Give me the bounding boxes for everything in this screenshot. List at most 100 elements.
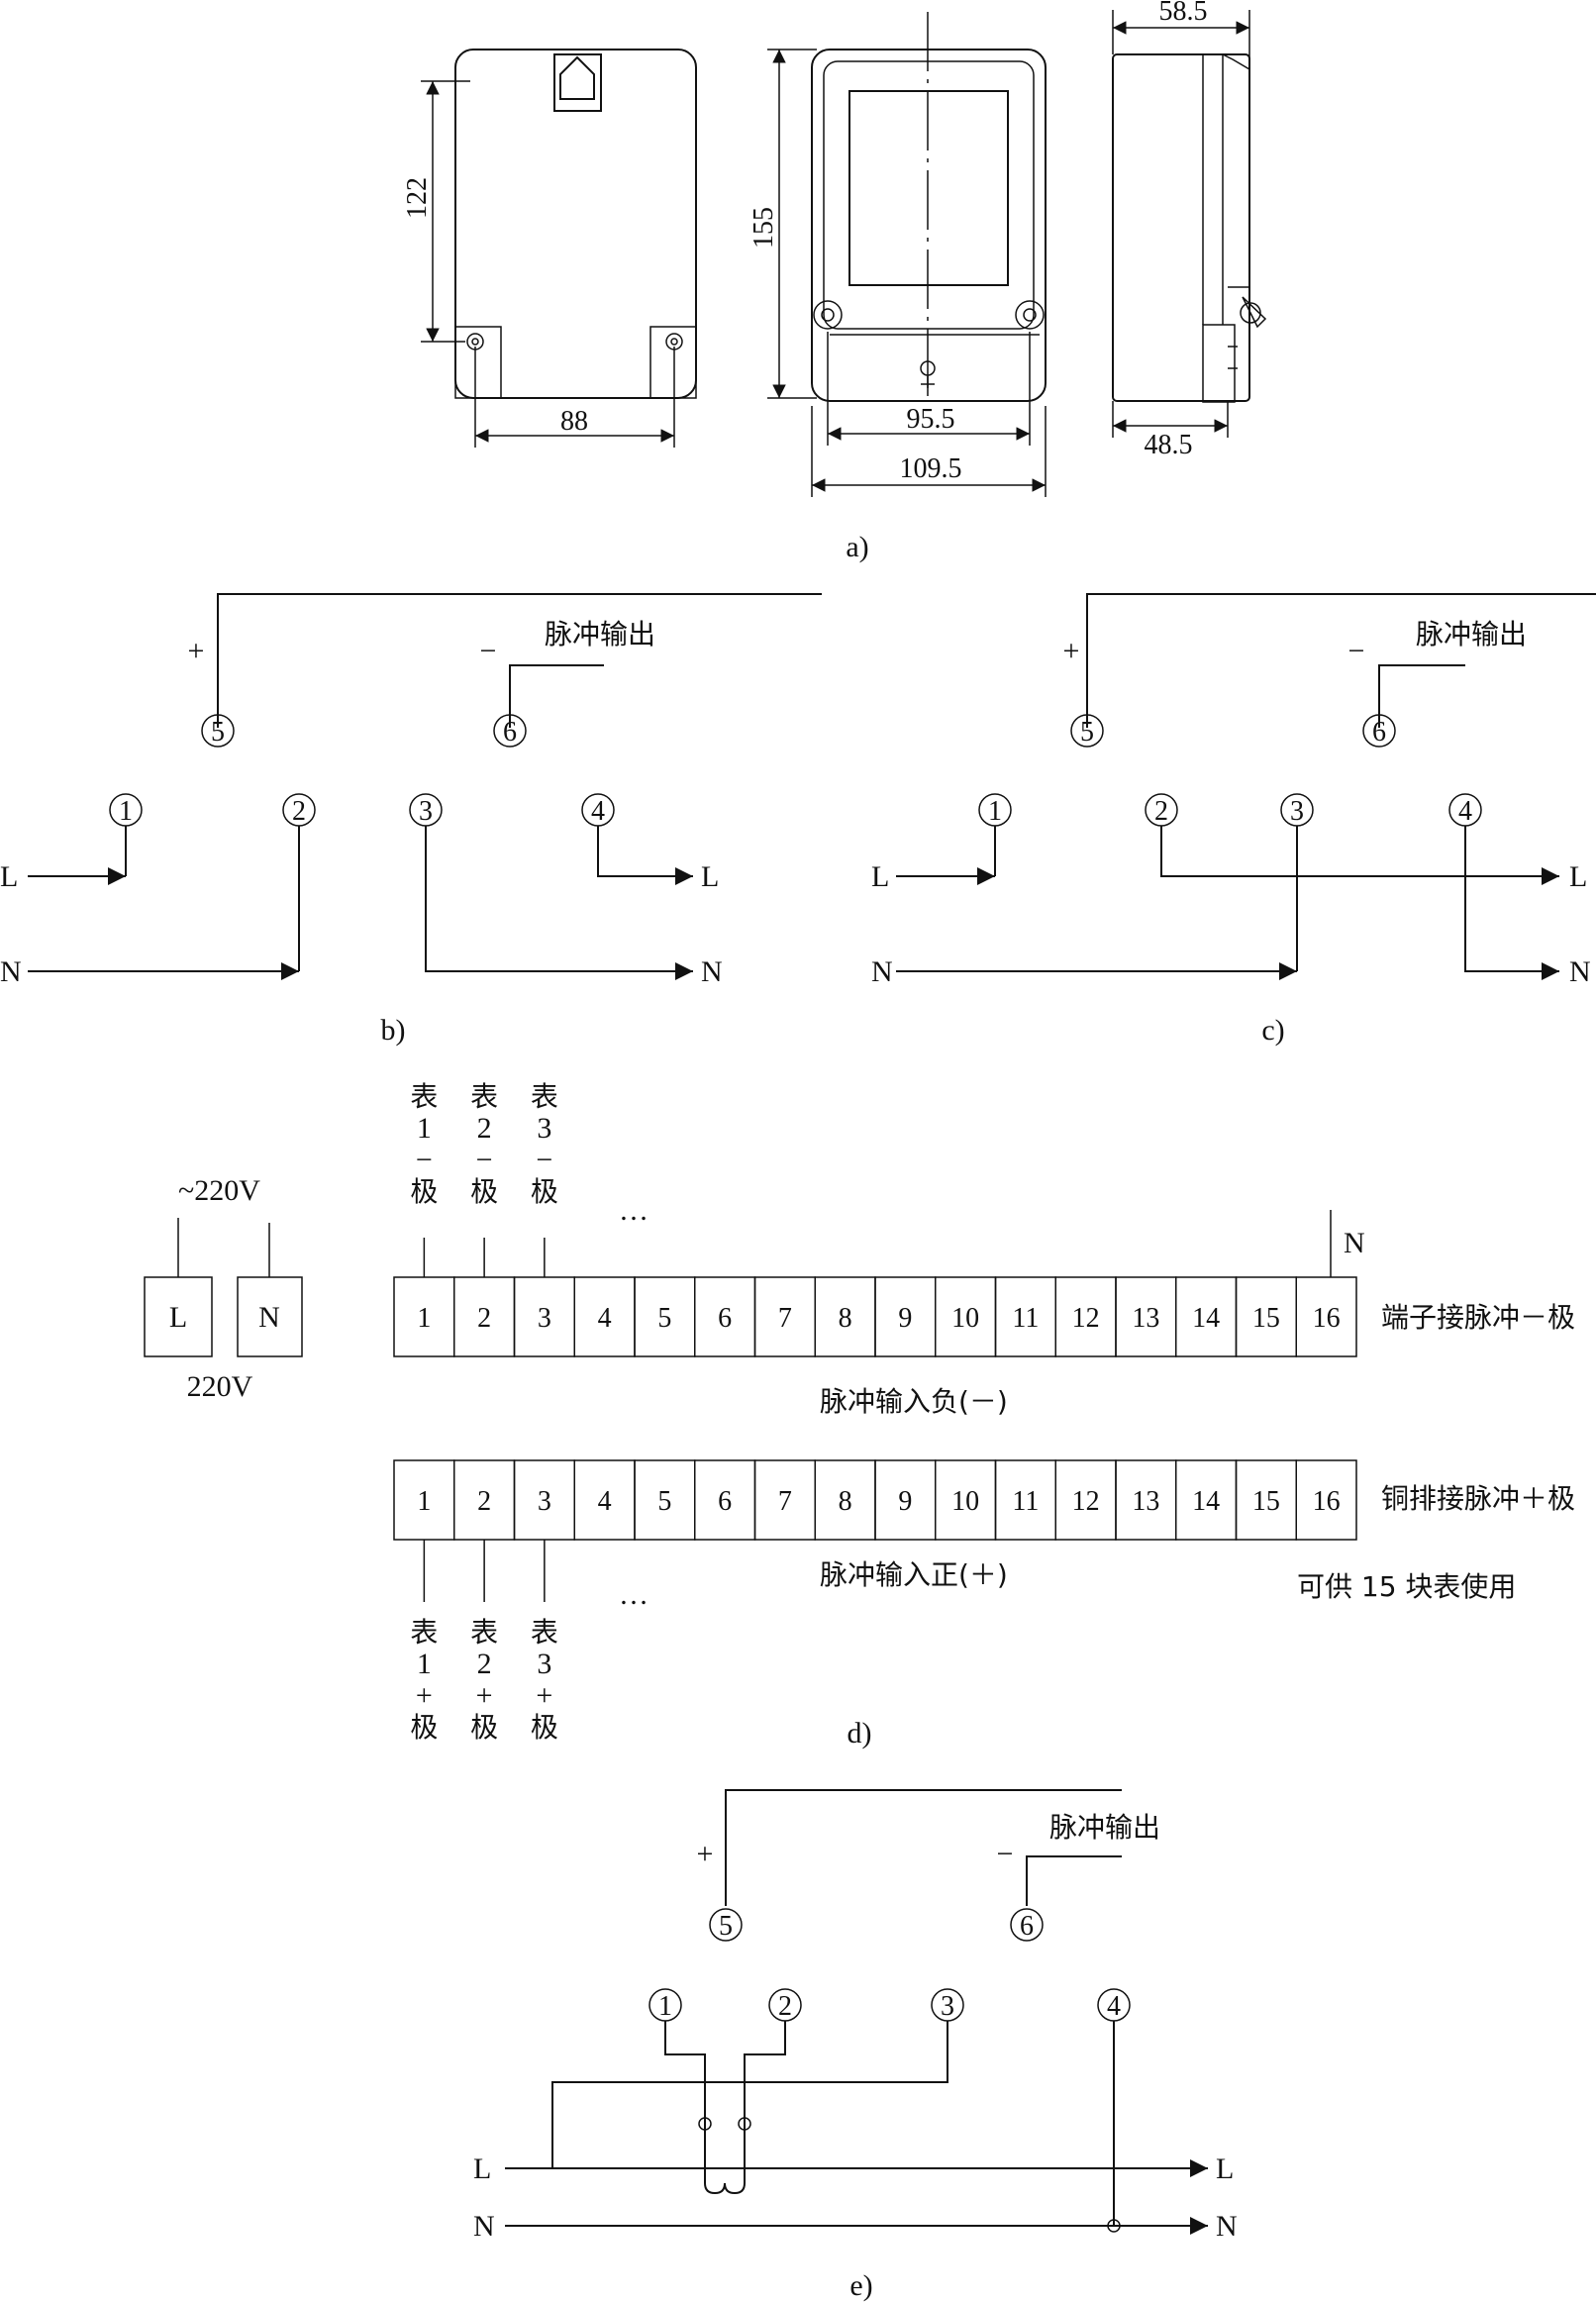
d-top-cell-label-6: 6: [718, 1303, 732, 1334]
b-terminal-6: 6: [493, 714, 527, 748]
svg-text:4: 4: [591, 796, 605, 827]
b-terminal-2: 2: [282, 793, 316, 827]
c-terminal-5: 5: [1070, 714, 1104, 748]
e-N-in: N: [473, 2210, 495, 2243]
d-bottom-meter-2-a: 表: [470, 1616, 498, 1649]
panel-c-wiring: + − 脉冲输出 5 6 1 2 3 4 L N L N c): [871, 593, 1596, 1047]
b-pulse-output-label: 脉冲输出: [545, 618, 655, 651]
d-note: 可供 15 块表使用: [1297, 1570, 1516, 1603]
b-terminal-4: 4: [581, 793, 615, 827]
d-bottom-cell-label-5: 5: [657, 1486, 671, 1517]
svg-text:5: 5: [1080, 717, 1094, 748]
svg-text:2: 2: [292, 796, 306, 827]
dim-back-height: 122: [402, 177, 433, 219]
d-bottom-meter-1-a: 表: [410, 1616, 438, 1649]
svg-text:2: 2: [1154, 796, 1168, 827]
svg-text:3: 3: [419, 796, 433, 827]
e-terminal-1: 1: [648, 1988, 682, 2022]
panel-e-wiring: + − 脉冲输出 5 6 1 2 3 4 L N L N e): [473, 1789, 1238, 2302]
b-terminal-5: 5: [201, 714, 235, 748]
d-bottom-cell-label-15: 15: [1252, 1486, 1280, 1517]
d-top-meter-3-a: 表: [531, 1080, 558, 1113]
d-bottom-cell-label-10: 10: [951, 1486, 979, 1517]
d-bottom-row-below: 脉冲输入正(＋): [820, 1558, 1008, 1591]
d-bottom-cell-label-13: 13: [1132, 1486, 1159, 1517]
d-bottom-meter-1-c: +: [416, 1679, 433, 1712]
svg-text:6: 6: [503, 717, 517, 748]
d-bottom-row-right: 铜排接脉冲＋极: [1381, 1482, 1575, 1515]
svg-text:1: 1: [119, 796, 133, 827]
c-pulse-output-label: 脉冲输出: [1416, 618, 1527, 651]
d-top-cell-label-16: 16: [1313, 1303, 1341, 1334]
dim-front-outer-width: 109.5: [900, 453, 962, 484]
d-top-meter-2-a: 表: [470, 1080, 498, 1113]
e-terminal-3: 3: [931, 1988, 964, 2022]
e-L-out: L: [1216, 2152, 1234, 2185]
d-top-meter-3-b: 3: [537, 1112, 551, 1145]
svg-text:5: 5: [211, 717, 225, 748]
e-N-out: N: [1216, 2210, 1238, 2243]
caption-b: b): [381, 1014, 406, 1047]
c-terminal-6: 6: [1362, 714, 1396, 748]
svg-text:3: 3: [1290, 796, 1304, 827]
d-top-meter-2-b: 2: [477, 1112, 492, 1145]
c-minus-sign: −: [1348, 635, 1365, 667]
d-bottom-cell-16: [1295, 1459, 1357, 1541]
d-supply-N-text: N: [258, 1301, 280, 1334]
d-top-cell-label-14: 14: [1192, 1303, 1220, 1334]
d-bottom-meter-1-b: 1: [417, 1648, 432, 1680]
c-terminal-3: 3: [1280, 793, 1314, 827]
d-top-cell-label-3: 3: [538, 1303, 551, 1334]
d-top-ellipsis: …: [619, 1194, 648, 1227]
d-top-meter-2-c: −: [476, 1144, 493, 1176]
svg-text:1: 1: [658, 1991, 672, 2022]
d-bottom-cell-label-3: 3: [538, 1486, 551, 1517]
e-pulse-output-label: 脉冲输出: [1049, 1811, 1160, 1844]
b-terminal-1: 1: [109, 793, 143, 827]
d-top-row-below: 脉冲输入负(－): [820, 1385, 1008, 1418]
dim-side-top: 58.5: [1159, 0, 1208, 27]
d-top-meter-1-a: 表: [410, 1080, 438, 1113]
d-top-meter-labels: 表1−极表2−极表3−极: [410, 1080, 558, 1277]
d-supply-L-text: L: [169, 1301, 187, 1334]
c-terminal-4: 4: [1448, 793, 1482, 827]
c-L-out: L: [1569, 860, 1587, 893]
d-top-cell-label-4: 4: [598, 1303, 612, 1334]
d-bottom-cell-label-11: 11: [1012, 1486, 1039, 1517]
d-supply-bottom: 220V: [187, 1370, 253, 1403]
caption-e: e): [849, 2269, 872, 2302]
d-bottom-cell-label-1: 1: [417, 1486, 431, 1517]
d-top-cell-label-2: 2: [477, 1303, 491, 1334]
d-bottom-meter-3-d: 极: [531, 1711, 558, 1744]
b-L-out: L: [701, 860, 719, 893]
d-bottom-cell-label-6: 6: [718, 1486, 732, 1517]
svg-text:4: 4: [1458, 796, 1472, 827]
d-top-cell-label-7: 7: [778, 1303, 792, 1334]
c-terminal-1: 1: [978, 793, 1012, 827]
d-bottom-meter-3-c: +: [536, 1679, 552, 1712]
e-minus-sign: −: [997, 1838, 1014, 1870]
svg-text:3: 3: [941, 1991, 954, 2022]
d-top-meter-1-c: −: [416, 1144, 433, 1176]
d-top-cell-label-9: 9: [898, 1303, 912, 1334]
c-terminal-2: 2: [1145, 793, 1178, 827]
d-top-cell-label-10: 10: [951, 1303, 979, 1334]
b-N-in: N: [0, 955, 22, 988]
meter-side-view: 58.5 48.5: [1112, 0, 1267, 460]
dim-back-width: 88: [560, 406, 588, 437]
d-top-row-right: 端子接脉冲－极: [1381, 1301, 1575, 1334]
d-bottom-cell-label-12: 12: [1072, 1486, 1100, 1517]
b-N-out: N: [701, 955, 723, 988]
b-L-in: L: [0, 860, 18, 893]
svg-text:1: 1: [988, 796, 1002, 827]
d-bottom-ellipsis: …: [619, 1578, 648, 1611]
svg-text:2: 2: [778, 1991, 792, 2022]
d-top-cell-label-15: 15: [1252, 1303, 1280, 1334]
d-bottom-meter-2-d: 极: [470, 1711, 498, 1744]
caption-a: a): [846, 531, 868, 563]
svg-text:6: 6: [1020, 1911, 1034, 1942]
d-bottom-cell-label-4: 4: [598, 1486, 612, 1517]
d-top-cell-label-13: 13: [1132, 1303, 1159, 1334]
